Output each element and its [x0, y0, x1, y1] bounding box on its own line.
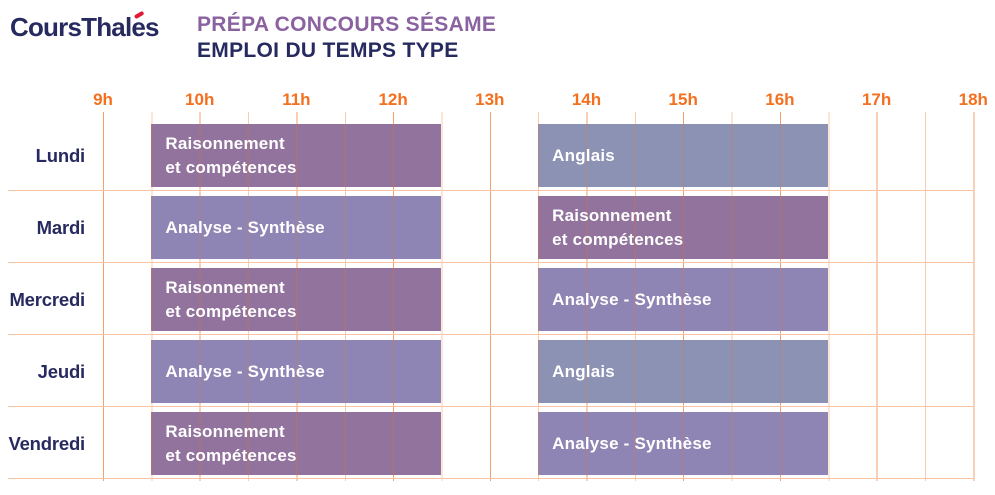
schedule-subtitle: EMPLOI DU TEMPS TYPE — [197, 39, 459, 62]
course-block-label: et compétences — [165, 301, 297, 321]
day-label-lundi: Lundi — [35, 144, 86, 166]
course-block-label: Anglais — [552, 361, 615, 381]
row-separator — [8, 334, 973, 335]
course-block-label: Analyse - Synthèse — [165, 217, 325, 237]
course-block-label: Anglais — [552, 145, 615, 165]
course-block-jeudi-anglais: Anglais — [538, 340, 829, 403]
hour-label-13h: 13h — [475, 90, 505, 109]
course-block-label: Raisonnement — [165, 277, 285, 297]
hour-label-9h: 9h — [93, 90, 113, 109]
hour-label-16h: 16h — [765, 90, 795, 109]
hour-label-15h: 15h — [668, 90, 698, 109]
course-block-jeudi-analyse: Analyse - Synthèse — [151, 340, 442, 403]
row-separator — [8, 478, 973, 479]
day-label-jeudi: Jeudi — [37, 360, 86, 382]
logo-text-prefix: CoursThal — [10, 12, 132, 42]
course-block-lundi-anglais: Anglais — [538, 124, 829, 187]
course-block-label: et compétences — [165, 157, 297, 177]
course-block-mercredi-raisonnement: Raisonnement et compétences — [151, 268, 442, 331]
hour-label-17h: 17h — [861, 90, 892, 109]
hour-label-18h: 18h — [958, 90, 988, 109]
course-block-label: et compétences — [165, 445, 297, 465]
course-block-mercredi-analyse: Analyse - Synthèse — [538, 268, 829, 331]
day-label-mercredi: Mercredi — [9, 288, 85, 310]
logo-text-suffix: s — [145, 12, 159, 42]
course-block-label: Analyse - Synthèse — [552, 433, 712, 453]
course-block-mardi-raisonnement: Raisonnement et compétences — [538, 196, 829, 259]
course-block-label: et compétences — [552, 229, 684, 249]
program-title: PRÉPA CONCOURS SÉSAME — [197, 13, 497, 36]
course-block-vendredi-analyse: Analyse - Synthèse — [538, 412, 829, 475]
hour-label-12h: 12h — [378, 90, 408, 109]
course-block-vendredi-raisonnement: Raisonnement et compétences — [151, 412, 442, 475]
row-separator — [8, 262, 973, 263]
course-block-label: Analyse - Synthèse — [165, 361, 325, 381]
course-block-label: Raisonnement — [552, 205, 672, 225]
course-block-label: Raisonnement — [165, 133, 285, 153]
hour-label-10h: 10h — [185, 90, 215, 109]
course-block-label: Analyse - Synthèse — [552, 289, 712, 309]
row-separator — [8, 406, 973, 407]
day-label-mardi: Mardi — [36, 216, 86, 238]
course-block-label: Raisonnement — [165, 421, 285, 441]
row-separator — [8, 190, 973, 191]
course-block-lundi-raisonnement: Raisonnement et compétences — [151, 124, 442, 187]
day-label-vendredi: Vendredi — [8, 432, 85, 454]
logo-accented-letter: e — [131, 10, 146, 42]
hour-label-14h: 14h — [571, 90, 602, 109]
course-block-mardi-analyse: Analyse - Synthèse — [151, 196, 442, 259]
hour-label-11h: 11h — [282, 90, 311, 109]
